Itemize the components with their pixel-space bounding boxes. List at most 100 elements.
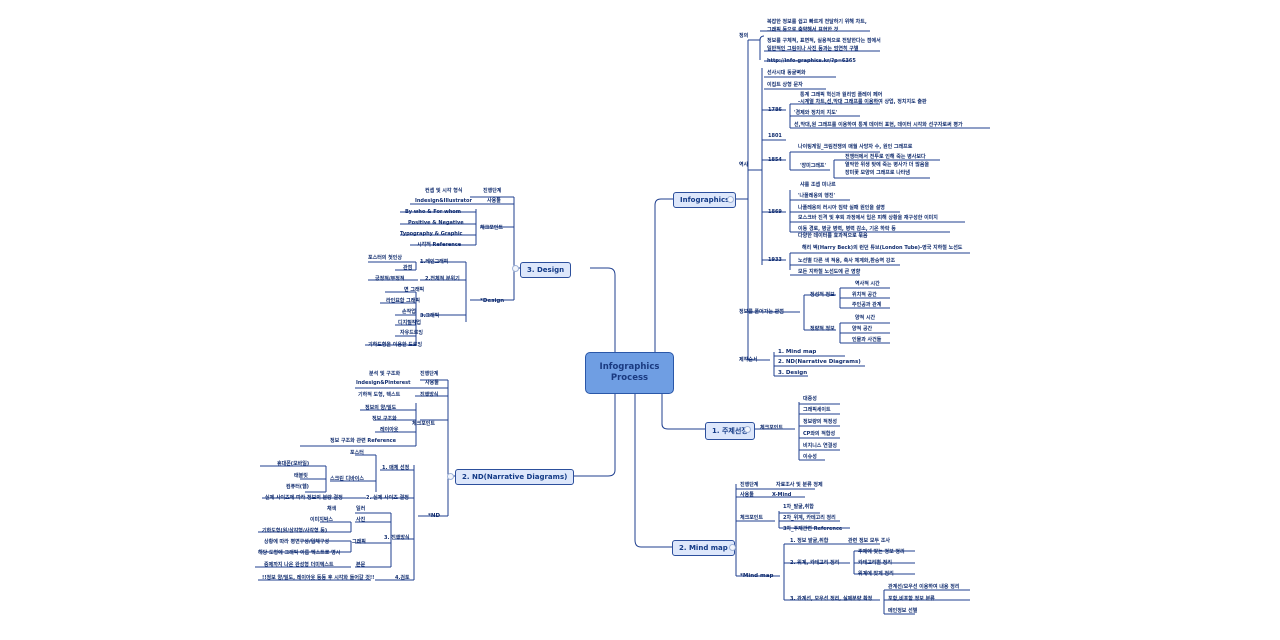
node-tool[interactable]: 사용툴 xyxy=(740,492,754,498)
node-text[interactable]: 복잡한 정보를 쉽고 빠르게 전달하기 위해 차트, xyxy=(767,19,867,25)
node-year-1786[interactable]: 1786 xyxy=(768,107,782,113)
node-text[interactable]: 위치적 공간 xyxy=(852,292,877,298)
node-text[interactable]: 정보 구조화 관련 Reference xyxy=(330,438,397,444)
node-text[interactable]: 나이팅게일_크림전쟁의 매월 사망자 수, 원인 그래프로 xyxy=(798,144,913,150)
node-text[interactable]: Typography & Graphic xyxy=(400,231,463,237)
node-text[interactable]: By who & For whom xyxy=(405,209,461,215)
node-method[interactable]: 진행방식 xyxy=(420,392,439,398)
node-text[interactable]: 관점 xyxy=(403,265,413,271)
node-text[interactable]: 그래픽세이트 xyxy=(803,407,831,413)
node-text[interactable]: 손작업 xyxy=(402,309,416,315)
node-year-1933[interactable]: 1933 xyxy=(768,257,782,263)
node-media-2[interactable]: 2. 실제 사이즈 결정 xyxy=(366,495,409,501)
node-text[interactable]: 모스크바 진격 및 후퇴 과정에서 입은 피해 상황을 재구성한 이미지 xyxy=(798,215,938,221)
node-text[interactable]: 이미지박스 xyxy=(310,517,334,523)
node-text[interactable]: 컴퓨터(웹) xyxy=(286,484,309,490)
node-text[interactable]: 긍정적/부정적 xyxy=(375,276,405,282)
node-text[interactable]: 상황에 따라 평면구성/입체구성 xyxy=(264,539,330,545)
node-photo[interactable]: 사진 xyxy=(356,517,366,523)
node-illust[interactable]: 일러 xyxy=(356,506,366,512)
branch-mind-map[interactable]: 2. Mind map xyxy=(672,540,735,556)
node-order-2[interactable]: 2. ND(Narrative Diagrams) xyxy=(778,359,861,365)
branch-design[interactable]: 3. Design xyxy=(520,262,572,278)
node-text[interactable]: 이슈성 xyxy=(803,454,817,460)
node-year-1854[interactable]: 1854 xyxy=(768,157,782,163)
node-qualitative[interactable]: 정성적 정보 xyxy=(810,292,835,298)
node-text[interactable]: 태블릿 xyxy=(294,473,308,479)
node-text[interactable]: 장미꽃 모양의 그래프로 나타냄 xyxy=(845,170,911,176)
node-checkpoint[interactable]: 체크포인트 xyxy=(760,425,784,431)
node-text[interactable]: Positive & Negative xyxy=(408,220,464,226)
node-text[interactable]: 정보를 구체적, 표면적, 실용적으로 전달한다는 점에서 xyxy=(767,38,881,44)
node-stage[interactable]: 진행단계 xyxy=(420,371,439,377)
node-design-1[interactable]: 1.레인그래픽 xyxy=(420,259,449,265)
node-text[interactable]: 휴대폰(모바일) xyxy=(277,461,310,467)
node-text[interactable]: !!정보 양/밀도, 레이아웃 등등 후 시각화 들어갈 것!! xyxy=(262,575,375,581)
node-text[interactable]: 2차_위계, 카테고리 정리 xyxy=(783,515,836,521)
node-text[interactable]: 주인공과 관계 xyxy=(852,302,882,308)
node-text[interactable]: 메인정보 선별 xyxy=(888,608,918,614)
node-graphic[interactable]: 그래픽 xyxy=(352,539,366,545)
node-text[interactable]: 기하적 도형, 텍스트 xyxy=(358,392,401,398)
node-text[interactable]: 역사적 시간 xyxy=(855,281,880,287)
node-text[interactable]: 기하도형을 이용한 드로잉 xyxy=(368,342,423,348)
node-text[interactable]: 전쟁터에서 전투로 인해 죽는 병사보다 xyxy=(845,154,926,160)
node-text[interactable]: 그래픽 등으로 축약해서 표현한 것 xyxy=(767,27,839,33)
node-text[interactable]: 관련 정보 모두 조사 xyxy=(848,538,891,544)
node-order-1[interactable]: 1. Mind map xyxy=(778,349,817,355)
node-text[interactable]: 이동 경로, 병균 병력, 병력 감소, 기온 하락 등 xyxy=(798,226,896,232)
node-text[interactable]: 중제까지 나온 완성형 더미텍스트 xyxy=(264,562,334,568)
node-text[interactable]: 레이아웃 xyxy=(380,427,399,433)
node-quantitative[interactable]: 정량적 정보 xyxy=(810,326,835,332)
node-checkpoint[interactable]: 체크포인트 xyxy=(480,225,504,231)
node-tool[interactable]: 사용툴 xyxy=(425,380,439,386)
node-screen-device[interactable]: 스크린 디바이스 xyxy=(330,476,364,482)
node-text[interactable]: 대중성 xyxy=(803,396,817,402)
node-text[interactable]: 이집트 상형 문자 xyxy=(767,82,803,88)
node-design-2[interactable]: 2.전체적 분위기 xyxy=(425,276,460,282)
node-text[interactable]: 컨셉 및 시각 형식 xyxy=(425,188,463,194)
node-text[interactable]: '경제와 정치의 지도' xyxy=(794,110,838,116)
branch-infographics[interactable]: Infographics xyxy=(673,192,737,208)
node-text[interactable]: 라인묘함 그래픽 xyxy=(386,298,420,304)
collapse-toggle[interactable] xyxy=(729,544,736,551)
node-design-3[interactable]: 3.그래픽 xyxy=(420,313,440,319)
branch-topic-selection[interactable]: 1. 주제선정 xyxy=(705,422,755,440)
node-year-1869[interactable]: 1869 xyxy=(768,209,782,215)
node-url[interactable]: http://info-graphics.kr/?p=6365 xyxy=(767,58,856,64)
node-order-3[interactable]: 3. Design xyxy=(778,370,808,376)
node-text[interactable]: 정보량의 적정성 xyxy=(803,419,837,425)
node-year-1801[interactable]: 1801 xyxy=(768,133,782,139)
node-text[interactable]: 1차_발굴,취합 xyxy=(783,504,814,510)
node-body[interactable]: 본문 xyxy=(356,562,366,568)
node-text[interactable]: Indesign&Illustrator xyxy=(415,198,472,204)
node-text[interactable]: 관계선/모우선 이용하여 내용 정리 xyxy=(888,584,960,590)
node-text[interactable]: 실제 사이즈에 따라 정보의 분량 결정 xyxy=(265,495,343,501)
node-production-order[interactable]: 제작순서 xyxy=(739,357,758,363)
node-text[interactable]: 기하도형(원/삼각형/사각형 등) xyxy=(262,528,328,534)
node-text[interactable]: 주제에 맞는 정보 정리 xyxy=(858,549,905,555)
node-text[interactable]: 양적 시간 xyxy=(855,315,876,321)
node-text[interactable]: 포스터의 첫인상 xyxy=(368,255,402,261)
branch-nd[interactable]: 2. ND(Narrative Diagrams) xyxy=(455,469,575,485)
node-text[interactable]: 시각적 Reference xyxy=(417,242,462,248)
node-text[interactable]: 자유드로잉 xyxy=(400,330,424,336)
node-text[interactable]: 열악한 위생 탓에 죽는 병사가 더 많음을 xyxy=(845,162,930,168)
node-text[interactable]: 카테고리별 정리 xyxy=(858,560,892,566)
node-history[interactable]: 역사 xyxy=(739,162,749,168)
node-text[interactable]: 선,막대,원 그래프를 이용하여 통계 데이터 표현, 데이터 시각화 선구자로… xyxy=(794,122,963,128)
node-text[interactable]: 채색 xyxy=(327,506,337,512)
node-text[interactable]: 비지니스 연결성 xyxy=(803,443,837,449)
node-text[interactable]: 샤를 조셉 미나르 xyxy=(800,182,836,188)
node-step-3[interactable]: 3. 관계선, 모우선 정리, 실제분량 확정 xyxy=(790,596,873,602)
node-media-4[interactable]: 4.검토 xyxy=(395,575,410,581)
node-definition[interactable]: 정의 xyxy=(739,33,749,39)
node-text[interactable]: 자료조사 및 분류 정제 xyxy=(776,482,823,488)
node-text[interactable]: 포스터 xyxy=(350,450,364,456)
node-view[interactable]: 정보를 풀어가는 관점 xyxy=(739,309,784,315)
node-step-2[interactable]: 2. 위계, 카테고리 정리 xyxy=(790,560,840,566)
collapse-toggle[interactable] xyxy=(447,473,454,480)
node-text[interactable]: X-Mind xyxy=(772,492,792,498)
node-text[interactable]: 인물과 사건들 xyxy=(852,337,882,343)
node-stage[interactable]: 진행단계 xyxy=(483,188,502,194)
